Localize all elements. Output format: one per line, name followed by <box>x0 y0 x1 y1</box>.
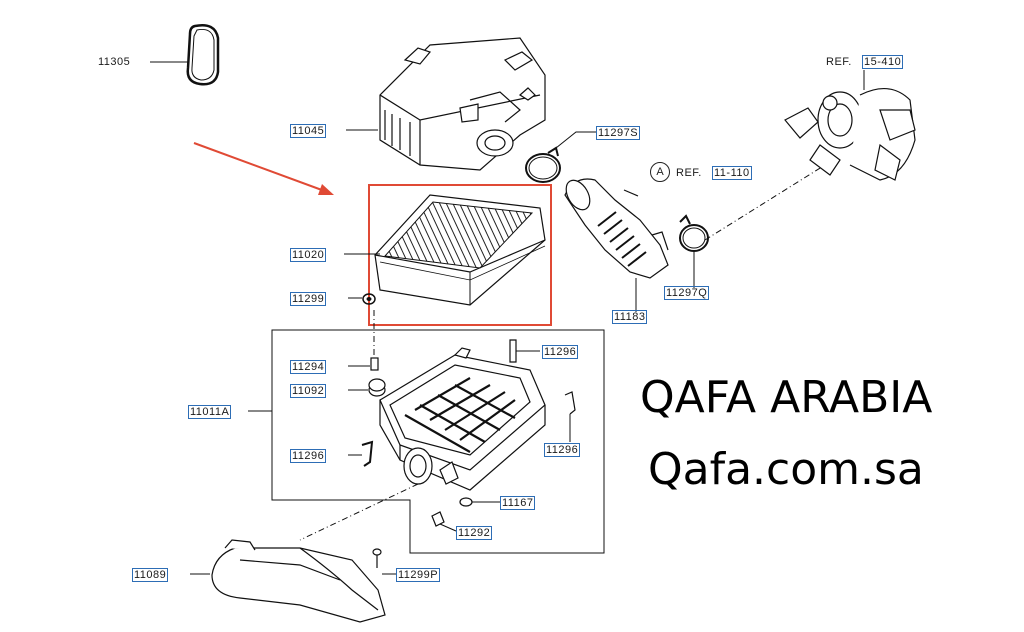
part-label-11297s[interactable]: 11297S <box>596 126 641 140</box>
ref-prefix-a: REF. <box>676 167 702 179</box>
grommet-part <box>362 293 376 305</box>
ref-marker-a: A <box>650 162 670 182</box>
part-label-11183[interactable]: 11183 <box>612 310 648 324</box>
intake-hose-part <box>564 178 669 279</box>
watermark-brand: QAFA ARABIA <box>640 372 933 423</box>
part-label-11294[interactable]: 11294 <box>290 360 327 374</box>
ref-prefix-turbo: REF. <box>826 56 852 68</box>
part-label-11305: 11305 <box>98 56 131 68</box>
part-label-11297q[interactable]: 11297Q <box>664 286 710 300</box>
ref-code-15-410[interactable]: 15-410 <box>862 55 904 69</box>
watermark-url: Qafa.com.sa <box>648 444 924 495</box>
highlight-box <box>368 184 552 326</box>
hose-clamp-part <box>525 146 561 183</box>
part-label-11020[interactable]: 11020 <box>290 248 327 262</box>
air-cleaner-body-part <box>379 347 546 491</box>
assembly-lines <box>299 164 826 541</box>
ref-code-11-110[interactable]: 11-110 <box>712 166 752 180</box>
part-label-11296-top[interactable]: 11296 <box>542 345 579 359</box>
part-label-11296-left[interactable]: 11296 <box>290 449 327 463</box>
air-duct-part <box>211 539 386 623</box>
highlight-arrow <box>193 142 331 194</box>
part-label-11296-right[interactable]: 11296 <box>544 443 581 457</box>
small-hardware-parts <box>361 339 576 568</box>
assembly-outline <box>271 329 605 554</box>
turbocharger-part <box>784 88 916 181</box>
seal-ring-part <box>150 24 220 86</box>
part-label-11167[interactable]: 11167 <box>500 496 536 510</box>
air-filter-element-part <box>374 194 546 306</box>
part-label-11089[interactable]: 11089 <box>132 568 169 582</box>
part-label-11011a[interactable]: 11011A <box>188 405 232 419</box>
hose-clamp-part-2 <box>679 214 709 252</box>
part-label-11092[interactable]: 11092 <box>290 384 327 398</box>
part-label-11299p[interactable]: 11299P <box>396 568 441 582</box>
air-cleaner-cover-part <box>379 37 546 171</box>
part-label-11299[interactable]: 11299 <box>290 292 327 306</box>
part-label-11292[interactable]: 11292 <box>456 526 493 540</box>
part-label-11045[interactable]: 11045 <box>290 124 327 138</box>
